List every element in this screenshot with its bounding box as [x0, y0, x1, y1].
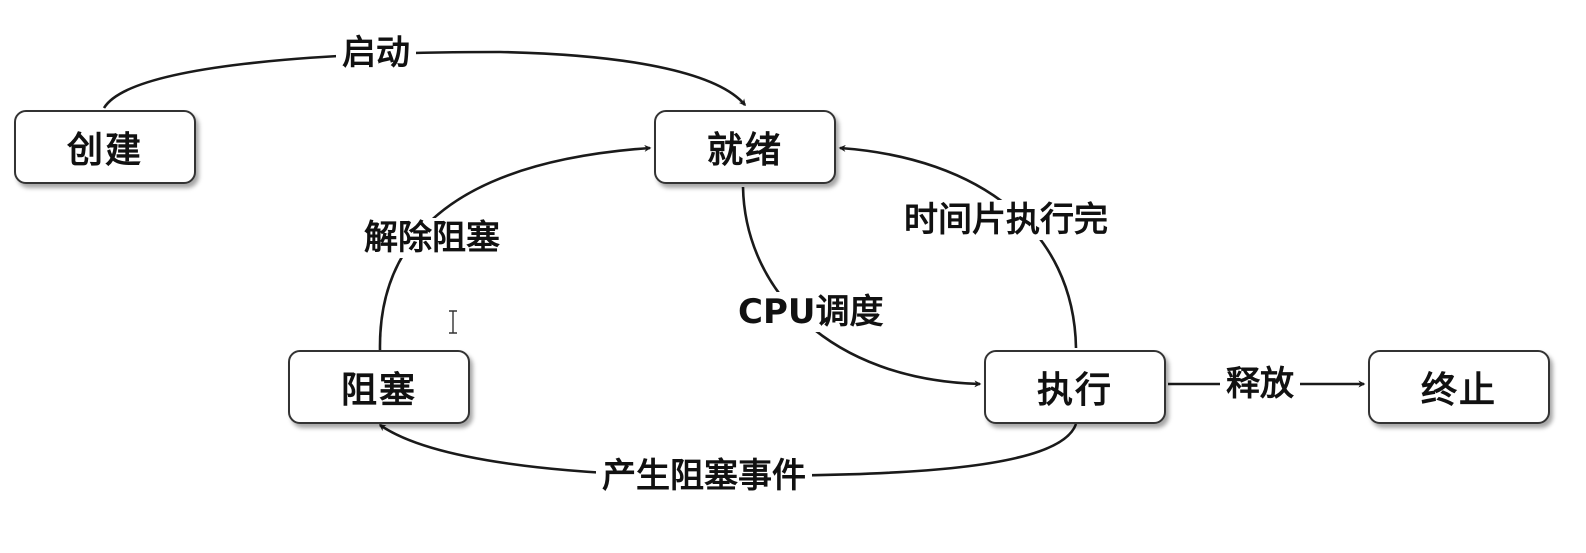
node-terminated: 终止: [1368, 350, 1550, 424]
node-running: 执行: [984, 350, 1166, 424]
label-start: 启动: [336, 33, 416, 73]
text-cursor-icon: [449, 310, 457, 334]
label-release: 释放: [1220, 364, 1300, 404]
label-cpu-schedule: CPU调度: [732, 292, 890, 332]
node-blocked: 阻塞: [288, 350, 470, 424]
edge-unblock: [378, 144, 652, 351]
node-ready: 就绪: [654, 110, 836, 184]
label-timeslice-done: 时间片执行完: [898, 200, 1114, 240]
label-block-event: 产生阻塞事件: [596, 456, 812, 496]
label-unblock: 解除阻塞: [358, 218, 506, 258]
edge-start: [102, 50, 746, 109]
node-create: 创建: [14, 110, 196, 184]
